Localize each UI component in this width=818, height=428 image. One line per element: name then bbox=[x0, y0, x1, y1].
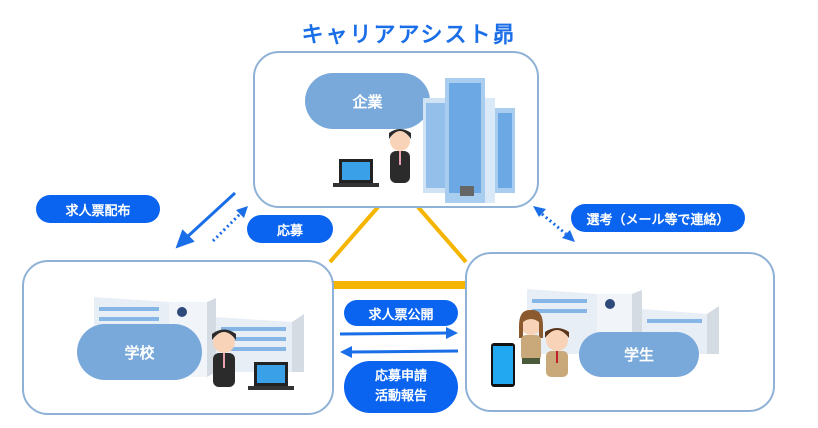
arrow-selection bbox=[533, 206, 575, 242]
arrow-job-distribution bbox=[175, 191, 237, 249]
office-building-icon bbox=[423, 78, 515, 203]
businessman-icon bbox=[389, 129, 411, 183]
school-label: 学校 bbox=[77, 324, 202, 380]
arrow-application bbox=[211, 206, 248, 243]
company-box: 企業 bbox=[253, 51, 539, 208]
apply-request-line1: 応募申請 bbox=[374, 369, 427, 384]
smartphone-icon bbox=[491, 343, 515, 387]
application-pill: 応募 bbox=[247, 215, 333, 243]
arrow-apply-request bbox=[340, 346, 459, 358]
school-box: 学校 bbox=[22, 260, 334, 415]
triangle-connector bbox=[328, 205, 468, 289]
apply-request-line2: 活動報告 bbox=[374, 389, 427, 404]
selection-pill: 選考（メール等で連絡） bbox=[571, 204, 745, 232]
teacher-icon bbox=[212, 329, 236, 387]
line-company-school bbox=[328, 205, 380, 264]
company-label: 企業 bbox=[305, 73, 430, 129]
students-icon bbox=[519, 309, 569, 377]
job-distribution-pill: 求人票配布 bbox=[36, 195, 160, 223]
arrow-job-publish bbox=[339, 327, 458, 339]
school-laptop-icon bbox=[248, 362, 294, 390]
student-box: 学生 bbox=[465, 252, 775, 412]
diagram-title: キャリアアシスト昴 bbox=[301, 23, 517, 48]
job-publish-pill: 求人票公開 bbox=[344, 300, 458, 326]
apply-request-pill: 応募申請 活動報告 bbox=[344, 361, 458, 413]
laptop-icon bbox=[333, 159, 379, 187]
line-company-student bbox=[416, 205, 468, 264]
student-label: 学生 bbox=[579, 332, 699, 377]
